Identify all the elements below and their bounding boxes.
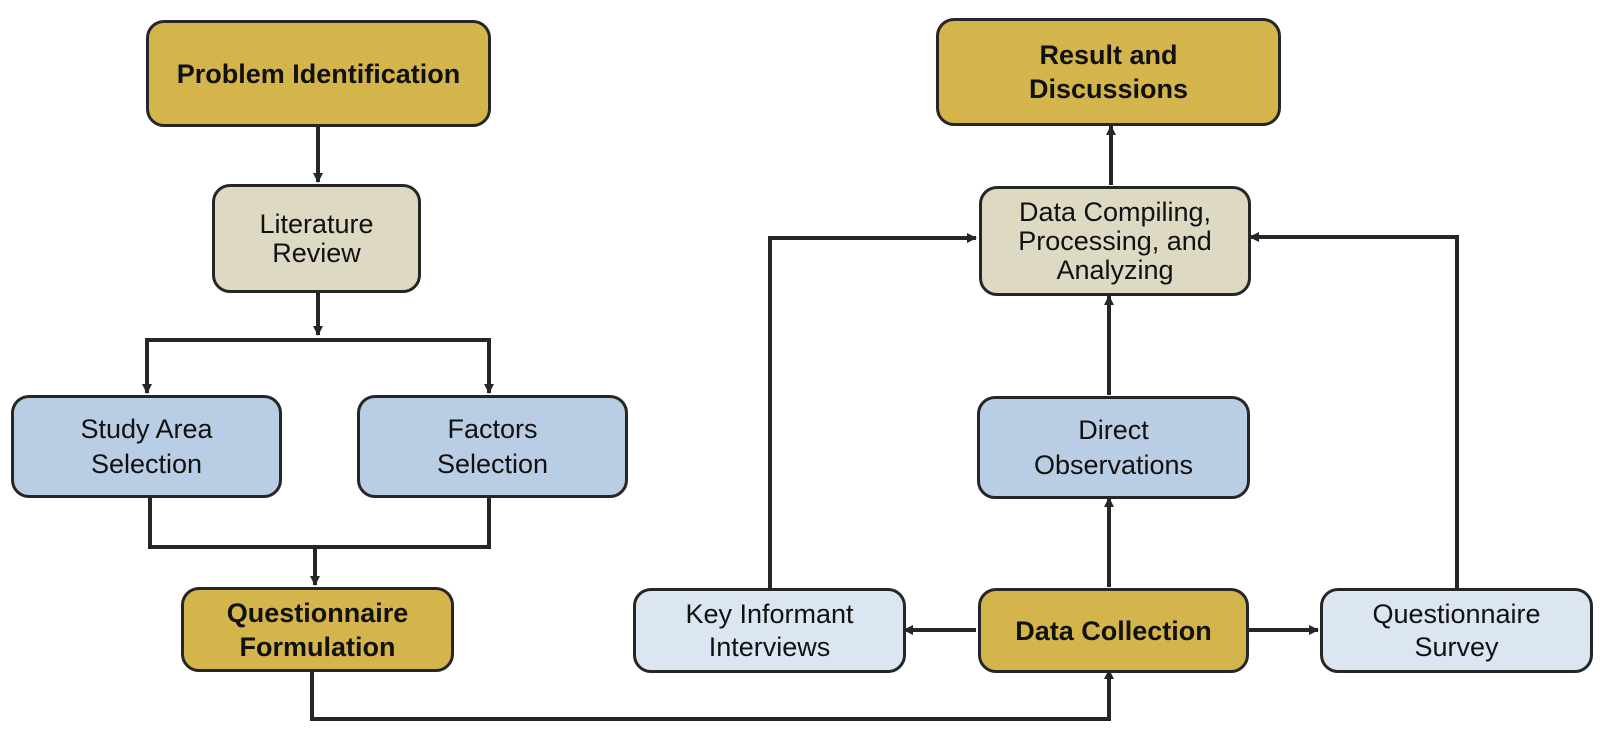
arrow-survey-to-compiling xyxy=(1249,232,1459,588)
arrow-interviews-to-compiling xyxy=(768,233,977,588)
study-area-selection-box: Study Area Selection xyxy=(11,395,282,498)
result-and-discussions-box: Result and Discussions xyxy=(936,18,1281,126)
key-informant-interviews-label: Key Informant Interviews xyxy=(685,598,854,662)
questionnaire-formulation-box: Questionnaire Formulation xyxy=(181,587,454,672)
problem-identification-label: Problem Identification xyxy=(176,58,461,89)
data-collection-box: Data Collection xyxy=(978,588,1249,673)
data-collection-label: Data Collection xyxy=(1015,615,1212,646)
questionnaire-survey-label: Questionnaire Survey xyxy=(1372,598,1541,662)
data-compiling-label: Data Compiling, Processing, and Analyzin… xyxy=(1018,196,1212,285)
questionnaire-formulation-label: Questionnaire Formulation xyxy=(226,597,409,662)
problem-identification-box: Problem Identification xyxy=(146,20,491,127)
study-area-selection-label: Study Area Selection xyxy=(80,413,213,479)
arrow-formulation-to-data-collection xyxy=(310,669,1114,721)
literature-review-box: Literature Review xyxy=(212,184,421,293)
merge-line xyxy=(148,497,491,549)
result-and-discussions-label: Result and Discussions xyxy=(1028,40,1189,104)
literature-review-label: Literature Review xyxy=(259,208,374,268)
direct-observations-label: Direct Observations xyxy=(1033,414,1194,480)
direct-observations-box: Direct Observations xyxy=(977,396,1250,499)
key-informant-interviews-box: Key Informant Interviews xyxy=(633,588,906,673)
split-line xyxy=(145,338,491,393)
data-compiling-box: Data Compiling, Processing, and Analyzin… xyxy=(979,186,1251,296)
questionnaire-survey-box: Questionnaire Survey xyxy=(1320,588,1593,673)
factors-selection-box: Factors Selection xyxy=(357,395,628,498)
factors-selection-label: Factors Selection xyxy=(436,413,549,479)
